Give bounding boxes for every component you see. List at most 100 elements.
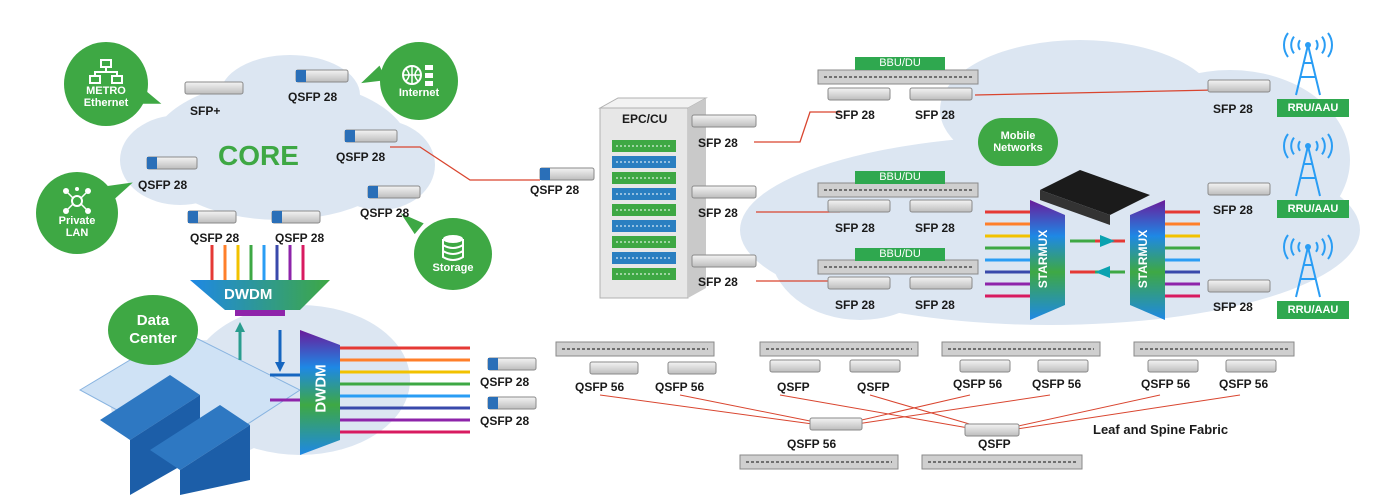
qsfp28-label-8: QSFP 28	[480, 375, 530, 389]
qsfp28-label-7: QSFP 28	[530, 183, 580, 197]
network-icon	[89, 59, 123, 84]
qsfp56-label-1: QSFP 56	[575, 380, 625, 394]
bbu-label-3: BBU/DU	[855, 248, 945, 261]
transceiver	[691, 254, 757, 268]
signal-wave	[1283, 133, 1289, 159]
sfp28-label-9: SFP 28	[915, 298, 955, 312]
internet-label: Internet	[398, 87, 440, 99]
transceiver	[589, 361, 639, 375]
private-lan-label: Private LAN	[58, 215, 96, 239]
sfp28-label-7: SFP 28	[915, 221, 955, 235]
transceiver	[827, 87, 891, 101]
signal-wave	[1297, 241, 1301, 253]
transceiver	[959, 359, 1011, 373]
transceiver	[849, 359, 901, 373]
qsfp56-label-5: QSFP 56	[1141, 377, 1191, 391]
signal-wave	[1283, 32, 1289, 58]
internet-icon	[402, 65, 433, 86]
transceiver	[1207, 79, 1271, 93]
transceiver	[964, 423, 1020, 437]
signal-wave	[1321, 36, 1326, 54]
qsfp56-label-7: QSFP 56	[787, 437, 837, 451]
fabric-links	[599, 394, 1241, 431]
core-links	[390, 89, 1216, 282]
transceiver-pull-tab	[147, 157, 157, 169]
sfp28-label-2: SFP 28	[698, 206, 738, 220]
sfp28-label-11: SFP 28	[1213, 203, 1253, 217]
starmux-right	[1130, 200, 1165, 320]
transceiver-pull-tab	[296, 70, 306, 82]
transceiver	[909, 87, 973, 101]
bbu-label-1: BBU/DU	[855, 57, 945, 70]
transceiver	[691, 185, 757, 199]
starmux-wavelengths	[985, 210, 1200, 298]
data-center-bubble: Data Center	[108, 295, 198, 365]
transceiver-pull-tab	[272, 211, 282, 223]
starmux-chassis	[1040, 170, 1150, 225]
qsfp28-label-2: QSFP 28	[336, 150, 386, 164]
qsfp28-label-3: QSFP 28	[138, 178, 188, 192]
rru-label-1: RRU/AAU	[1277, 99, 1349, 117]
database-icon	[442, 235, 464, 261]
qsfp56-label-4: QSFP 56	[1032, 377, 1082, 391]
signal-wave	[1290, 137, 1295, 155]
transceiver-pull-tab	[488, 397, 498, 409]
transceiver	[809, 417, 863, 431]
qsfp28-label-4: QSFP 28	[360, 206, 410, 220]
qsfp56-label-3: QSFP 56	[953, 377, 1003, 391]
network-switch	[921, 454, 1083, 470]
starmux-left-label: STARMUX	[1036, 229, 1051, 289]
sfp28-label-12: SFP 28	[1213, 300, 1253, 314]
qsfp-label-2: QSFP	[857, 380, 890, 394]
storage-bubble: Storage	[414, 218, 492, 290]
qsfp28-label-6: QSFP 28	[275, 231, 325, 245]
qsfp56-label-6: QSFP 56	[1219, 377, 1269, 391]
sfp28-label-4: SFP 28	[835, 108, 875, 122]
signal-wave	[1327, 133, 1333, 159]
mobile-networks-bubble: Mobile Networks	[978, 118, 1058, 166]
leaf-spine-fabric-label: Leaf and Spine Fabric	[1093, 422, 1229, 437]
signal-wave	[1297, 140, 1301, 152]
dwdm-top	[190, 245, 330, 372]
qsfp-label-1: QSFP	[777, 380, 810, 394]
transceiver-pull-tab	[540, 168, 550, 180]
transceiver	[1225, 359, 1277, 373]
antenna-tip	[1305, 143, 1311, 149]
transceiver	[1207, 182, 1271, 196]
rru-towers	[1283, 32, 1333, 298]
metro-ethernet-bubble: METRO Ethernet	[64, 42, 148, 126]
signal-wave	[1327, 32, 1333, 58]
signal-wave	[1327, 234, 1333, 260]
network-switch	[817, 69, 979, 85]
signal-wave	[1321, 238, 1326, 256]
metro-ethernet-label: METRO Ethernet	[83, 85, 129, 109]
qsfp28-label-1: QSFP 28	[288, 90, 338, 104]
transceiver	[909, 199, 973, 213]
antenna-tip	[1305, 42, 1311, 48]
sfp28-label-10: SFP 28	[1213, 102, 1253, 116]
epc-label: EPC/CU	[622, 112, 668, 126]
mobile-networks-label: Mobile Networks	[993, 130, 1043, 154]
starmux-left	[1030, 200, 1065, 320]
storage-label: Storage	[432, 262, 474, 274]
sfp-plus-label: SFP+	[190, 104, 221, 118]
lan-icon	[63, 187, 91, 214]
antenna-tip	[1305, 244, 1311, 250]
transceiver	[909, 276, 973, 290]
transceivers	[146, 69, 1277, 437]
starmux-right-label: STARMUX	[1136, 229, 1151, 289]
transceiver	[1147, 359, 1199, 373]
signal-wave	[1290, 36, 1295, 54]
signal-wave	[1315, 140, 1319, 152]
qsfp56-label-2: QSFP 56	[655, 380, 705, 394]
epc-rack	[598, 97, 708, 299]
private-lan-bubble: Private LAN	[36, 172, 118, 254]
signal-wave	[1321, 137, 1326, 155]
network-switch	[1133, 341, 1295, 357]
core-label: CORE	[218, 140, 299, 171]
qsfp28-label-5: QSFP 28	[190, 231, 240, 245]
transceiver	[1207, 279, 1271, 293]
transceiver	[691, 114, 757, 128]
sfp28-label-6: SFP 28	[835, 221, 875, 235]
